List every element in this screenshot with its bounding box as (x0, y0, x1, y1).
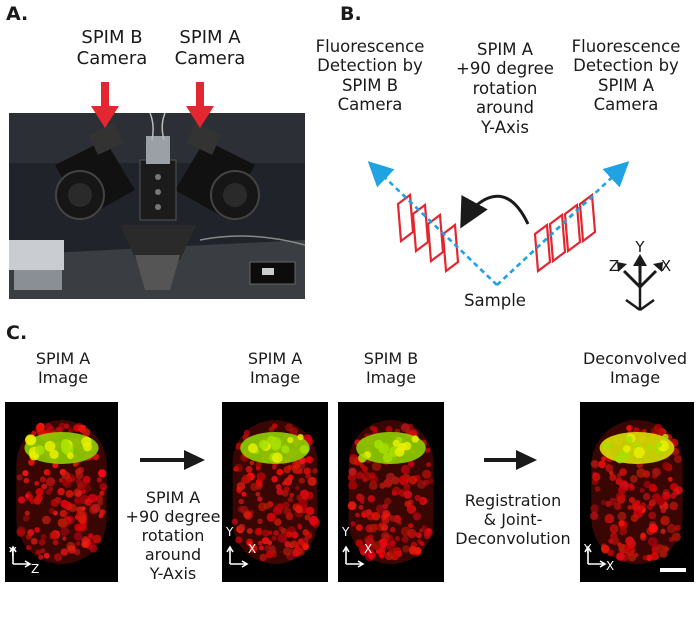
camera-b-label: SPIM B Camera (76, 27, 148, 70)
registration-process-label: Registration & Joint- Deconvolution (455, 491, 571, 548)
rotation-process-label: SPIM A +90 degree rotation around Y-Axis (125, 488, 221, 583)
deconvolved-image: Y X (580, 402, 694, 582)
sample-label: Sample (464, 291, 526, 310)
image2-title: SPIM A Image (247, 349, 303, 387)
image1-title: SPIM A Image (35, 349, 91, 387)
spim-a-rotated-image: Y X (222, 402, 328, 582)
microscope-photo (9, 112, 306, 299)
axis-z-label: Z (608, 257, 620, 275)
panel-a-label: A. (6, 3, 29, 25)
rotation-arrow (460, 194, 530, 229)
embryo-render (9, 420, 107, 568)
spim-a-image: Y Z (5, 402, 118, 582)
embryo-render (342, 420, 434, 568)
embryo-render (584, 420, 683, 568)
axes-glyph (617, 254, 663, 312)
right-detection-label: Fluorescence Detection by SPIM A Camera (571, 37, 681, 115)
panel-b-label: B. (340, 3, 362, 25)
camera-a-label: SPIM A Camera (174, 27, 246, 70)
scale-bar (660, 568, 686, 572)
image3-title: SPIM B Image (363, 349, 419, 387)
panel-c-label: C. (6, 322, 28, 344)
axis-y-label: Y (635, 238, 645, 256)
red-arrow-left (91, 82, 119, 128)
spim-b-image: Y X (338, 402, 444, 582)
registration-process-arrow (484, 450, 537, 470)
rotation-label: SPIM A +90 degree rotation around Y-Axis (456, 40, 554, 137)
axis-x-label: X (660, 257, 672, 275)
rotation-process-arrow (140, 450, 205, 470)
embryo-render (226, 420, 321, 568)
light-sheets-right (533, 192, 597, 274)
image4-title: Deconvolved Image (582, 349, 688, 387)
light-sheets-left (396, 192, 460, 274)
red-arrow-right (186, 82, 214, 128)
left-detection-label: Fluorescence Detection by SPIM B Camera (315, 37, 425, 115)
